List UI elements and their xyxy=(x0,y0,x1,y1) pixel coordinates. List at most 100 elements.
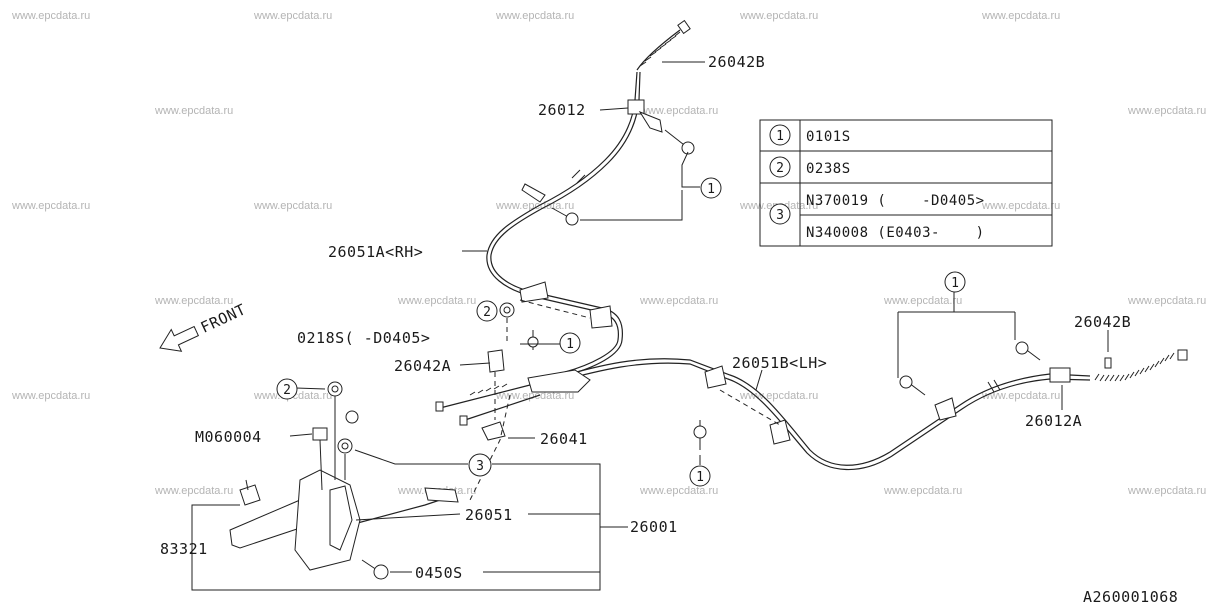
dash-26041 xyxy=(469,394,511,501)
rh-spring-coils xyxy=(639,31,681,67)
clip-26042A xyxy=(487,349,505,373)
front-arrow-icon xyxy=(159,325,200,352)
bolt-M060004 xyxy=(312,427,328,491)
legend-ref: 2 xyxy=(776,161,784,176)
nut-lever-3 xyxy=(337,438,353,454)
watermark-text: www.epcdata.ru xyxy=(883,485,962,497)
ref-circle-1: 1 xyxy=(559,332,581,354)
bolt-rh-mid xyxy=(551,207,579,226)
label-83321: 83321 xyxy=(160,540,208,558)
label-diagram-id: A260001068 xyxy=(1083,588,1178,606)
clip-26012 xyxy=(627,99,645,115)
clip-26012A xyxy=(1049,367,1071,383)
rod-end-b xyxy=(459,415,468,426)
bolt-lh-right-a xyxy=(899,375,926,396)
watermark-text: www.epcdata.ru xyxy=(253,200,332,212)
label-0218S: 0218S( -D0405> xyxy=(297,329,430,347)
watermark-text: www.epcdata.ru xyxy=(883,295,962,307)
ref-circle-2: 2 xyxy=(276,378,298,400)
label-26042B-top: 26042B xyxy=(708,53,765,71)
watermark-text: www.epcdata.ru xyxy=(11,390,90,402)
bolt-lh-left xyxy=(693,420,707,450)
watermark-text: www.epcdata.ru xyxy=(639,295,718,307)
lh-cable-line-inner xyxy=(555,362,1091,471)
legend-ref: 3 xyxy=(776,208,784,223)
svg-text:3: 3 xyxy=(476,459,484,474)
lh-bracket-dash xyxy=(719,389,781,426)
watermark-text: www.epcdata.ru xyxy=(495,390,574,402)
legend-part: 0238S xyxy=(806,161,851,177)
callout-labels: 26042B 26012 26051A<RH> 0218S( -D0405> 2… xyxy=(160,53,1178,606)
rh-cable-line xyxy=(486,71,638,373)
watermark-text: www.epcdata.ru xyxy=(154,485,233,497)
svg-text:2: 2 xyxy=(483,305,491,320)
watermark-text: www.epcdata.ru xyxy=(981,390,1060,402)
watermark-text: www.epcdata.ru xyxy=(1127,295,1206,307)
lh-cable-break xyxy=(987,379,1001,393)
rod-end-a xyxy=(435,401,444,412)
label-26051B: 26051B<LH> xyxy=(732,354,827,372)
lever-ratchet xyxy=(329,485,353,551)
watermark-text: www.epcdata.ru xyxy=(1127,105,1206,117)
stud-lines xyxy=(334,396,346,480)
legend-table: 1 0101S 2 0238S 3 N370019 ( -D0405> N340… xyxy=(759,119,1053,247)
circle-refs: 1 2 1 2 3 1 1 xyxy=(276,177,966,487)
label-0450S: 0450S xyxy=(415,564,463,582)
switch-83321 xyxy=(239,484,261,506)
watermark-text: www.epcdata.ru xyxy=(154,105,233,117)
lh-bracket-2 xyxy=(769,419,791,445)
ref-circle-1: 1 xyxy=(689,465,711,487)
watermark-text: www.epcdata.ru xyxy=(639,485,718,497)
legend-row-2: 2 0238S xyxy=(769,156,851,178)
ref-circle-1: 1 xyxy=(944,271,966,293)
label-26042A: 26042A xyxy=(394,357,451,375)
label-26041: 26041 xyxy=(540,430,588,448)
watermark-text: www.epcdata.ru xyxy=(981,10,1060,22)
ref-circle-2: 2 xyxy=(476,300,498,322)
watermark-text: www.epcdata.ru xyxy=(11,200,90,212)
lh-bracket-3 xyxy=(934,397,957,421)
nut-0218S xyxy=(345,410,359,424)
rh-cable-26051A xyxy=(486,19,695,376)
label-26012: 26012 xyxy=(538,101,586,119)
legend-row-1: 1 0101S xyxy=(769,124,851,146)
bolt-rh-upper xyxy=(664,129,695,155)
watermark-text: www.epcdata.ru xyxy=(495,200,574,212)
cable-rod-b xyxy=(464,394,541,421)
label-26042B-right: 26042B xyxy=(1074,313,1131,331)
equalizer-assembly xyxy=(349,349,591,526)
svg-text:1: 1 xyxy=(566,337,574,352)
watermark-text: www.epcdata.ru xyxy=(253,10,332,22)
front-cable-bracket xyxy=(424,487,459,503)
lh-bracket-1 xyxy=(704,365,727,389)
lh-cable-end-fitting xyxy=(1177,349,1188,361)
cable-rod-a xyxy=(439,384,531,409)
label-26001: 26001 xyxy=(630,518,678,536)
watermark-text: www.epcdata.ru xyxy=(1127,485,1206,497)
label-26012A: 26012A xyxy=(1025,412,1082,430)
bolt-0450S xyxy=(361,559,389,580)
ref-circle-1: 1 xyxy=(700,177,722,199)
rh-bracket-1 xyxy=(521,183,546,203)
watermark-text: www.epcdata.ru xyxy=(397,295,476,307)
watermark-text: www.epcdata.ru xyxy=(11,10,90,22)
rh-cable-end-fitting xyxy=(677,19,691,35)
rh-bracket-dash xyxy=(519,299,591,319)
watermark-text: www.epcdata.ru xyxy=(495,10,574,22)
legend-part: N340008 (E0403- ) xyxy=(806,225,985,241)
rh-bracket-2 xyxy=(519,281,549,303)
watermark-text: www.epcdata.ru xyxy=(981,200,1060,212)
rod-threads xyxy=(469,383,508,396)
watermark-layer: www.epcdata.ru www.epcdata.ru www.epcdat… xyxy=(11,10,1206,497)
watermark-text: www.epcdata.ru xyxy=(154,295,233,307)
lh-spring-coils xyxy=(1094,352,1175,382)
label-26051: 26051 xyxy=(465,506,513,524)
label-M060004: M060004 xyxy=(195,428,262,446)
label-26051A: 26051A<RH> xyxy=(328,243,423,261)
equalizer xyxy=(527,369,591,393)
legend-part: 0101S xyxy=(806,129,851,145)
clip-26041 xyxy=(481,421,506,441)
nut-0238S-lever xyxy=(327,381,343,397)
legend-row-3: 3 N370019 ( -D0405> N340008 (E0403- ) xyxy=(769,193,985,241)
